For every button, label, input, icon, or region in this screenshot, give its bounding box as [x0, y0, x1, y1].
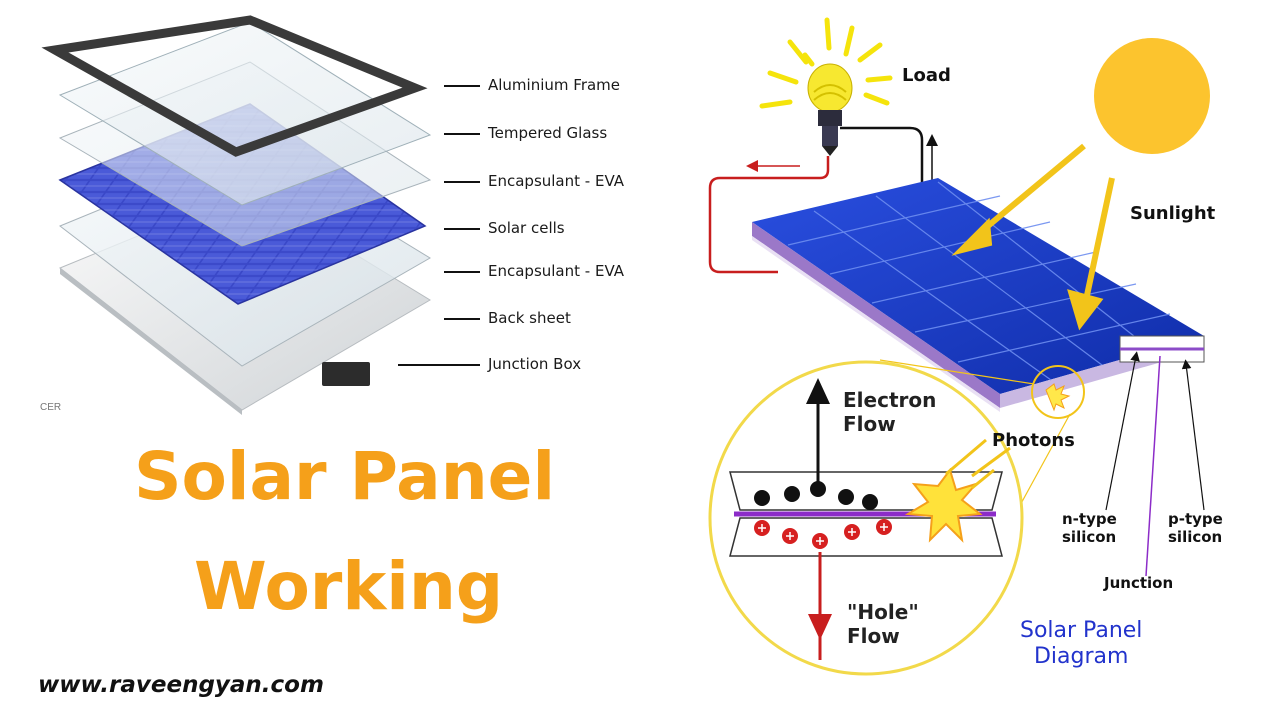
photons-label: Photons: [992, 430, 1075, 452]
diagram-caption: Solar Panel Diagram: [1020, 618, 1142, 671]
load-label: Load: [902, 65, 951, 87]
hole-flow-label: "Hole" Flow: [847, 600, 919, 648]
sunlight-label: Sunlight: [1130, 203, 1215, 225]
n-type-silicon-label: n-type silicon: [1062, 510, 1117, 546]
p-type-silicon-label: p-type silicon: [1168, 510, 1223, 546]
light-bulb-icon: [762, 20, 890, 156]
electron-flow-label: Electron Flow: [843, 388, 936, 436]
sun-icon: [1094, 38, 1210, 154]
junction-label: Junction: [1104, 574, 1173, 592]
black-wire: [840, 128, 922, 188]
